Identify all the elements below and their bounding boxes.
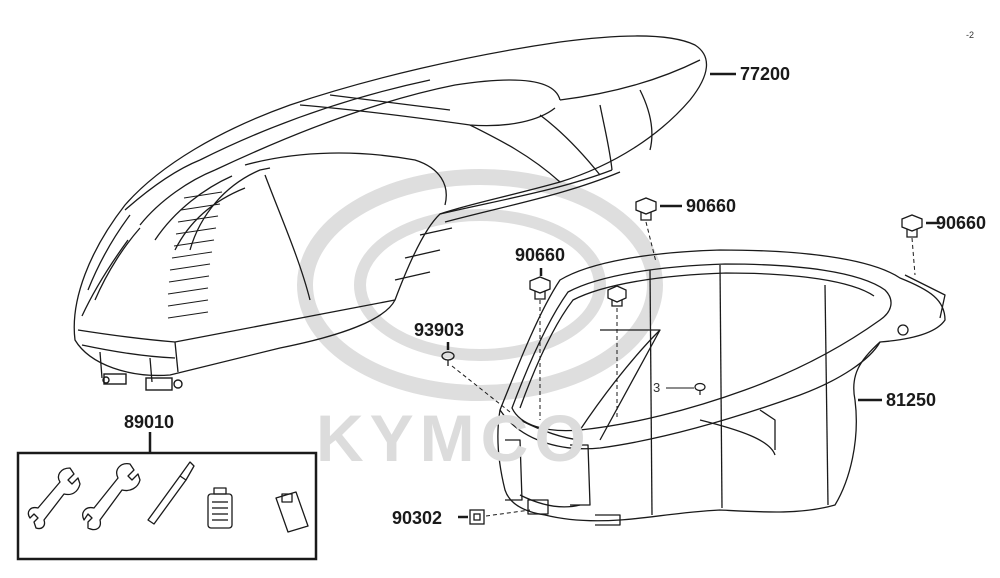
callout-bolt-right: 90660 [936,213,987,233]
clip-quantity: 3 [653,380,661,395]
seat-hinge [102,373,183,391]
callout-bolt-top: 90660 [686,196,737,216]
bolt-top [635,197,657,221]
bolt-right [901,214,923,238]
corner-mark: -2 [966,30,975,40]
clip [441,351,455,366]
bolt-middle [607,285,627,307]
callout-tool-kit: 89010 [124,412,175,432]
tool-kit [27,461,309,533]
callout-bolt-left: 90660 [515,245,566,265]
bolt-left [529,276,551,300]
brand-watermark: KYMCO [316,401,592,475]
seat [73,35,708,383]
callout-nut: 90302 [392,508,443,528]
seat-side-hatching [167,191,223,319]
clip-inside [694,382,706,395]
callout-seat: 77200 [740,64,791,84]
callout-clip: 93903 [414,320,465,340]
nut [469,509,485,525]
callout-luggage-box: 81250 [886,390,937,410]
kymco-logo-watermark [297,169,663,401]
luggage-box [497,249,946,526]
tool-kit-frame [16,451,318,561]
